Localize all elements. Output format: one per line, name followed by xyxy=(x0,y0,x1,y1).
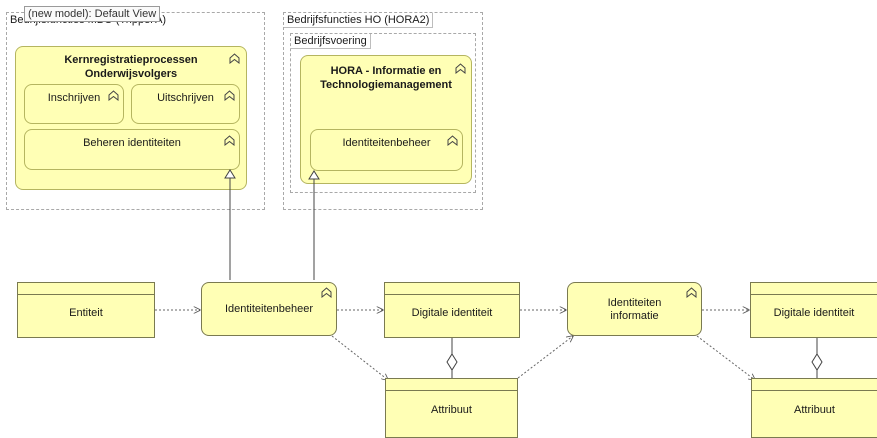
function-hora-itm-label: HORA - Informatie en Technologiemanageme… xyxy=(320,65,452,91)
aggregation-line[interactable] xyxy=(811,338,823,378)
function-identiteiten-informatie-label: Identiteiten informatie xyxy=(607,297,662,322)
object-attribuut-2-label: Attribuut xyxy=(794,404,835,416)
function-uitschrijven[interactable]: Uitschrijven xyxy=(131,84,240,124)
realization-line[interactable] xyxy=(308,170,320,280)
object-digitale-identiteit-2-label: Digitale identiteit xyxy=(773,307,855,319)
function-beheren-identiteiten[interactable]: Beheren identiteiten xyxy=(24,129,240,170)
function-inschrijven[interactable]: Inschrijven xyxy=(24,84,124,124)
object-entiteit-label: Entiteit xyxy=(69,307,103,319)
object-header-band xyxy=(752,379,877,391)
function-chevron-icon xyxy=(321,287,332,298)
function-chevron-icon xyxy=(447,135,458,146)
access-line[interactable] xyxy=(696,335,755,380)
object-digitale-identiteit-2[interactable]: Digitale identiteit xyxy=(750,282,877,338)
function-identiteitenbeheer-label: Identiteitenbeheer xyxy=(224,303,314,315)
realization-line[interactable] xyxy=(224,169,236,280)
function-kernregistratie-label: Kernregistratieprocessen Onderwijsvolger… xyxy=(64,54,198,80)
object-header-band xyxy=(386,379,517,391)
group-bedrijfsvoering-label: Bedrijfsvoering xyxy=(291,34,371,49)
function-identiteitenbeheer[interactable]: Identiteitenbeheer xyxy=(201,282,337,336)
object-digitale-identiteit[interactable]: Digitale identiteit xyxy=(384,282,520,338)
object-header-band xyxy=(751,283,877,295)
function-identiteitenbeheer-ho[interactable]: Identiteitenbeheer xyxy=(310,129,463,171)
object-header-band xyxy=(18,283,154,295)
object-attribuut-label: Attribuut xyxy=(431,404,472,416)
function-chevron-icon xyxy=(455,63,466,74)
function-identiteiten-informatie[interactable]: Identiteiten informatie xyxy=(567,282,702,336)
function-beheren-identiteiten-label: Beheren identiteiten xyxy=(83,137,181,149)
group-bedrijfsvoering[interactable]: Bedrijfsvoering xyxy=(290,33,476,193)
group-bedrijfsfuncties-ho[interactable]: Bedrijfsfuncties HO (HORA2) xyxy=(283,12,483,210)
function-identiteitenbeheer-ho-label: Identiteitenbeheer xyxy=(342,137,431,149)
access-line[interactable] xyxy=(331,335,388,380)
function-chevron-icon xyxy=(108,90,119,101)
access-line[interactable] xyxy=(517,336,573,379)
function-chevron-icon xyxy=(229,53,240,64)
object-digitale-identiteit-label: Digitale identiteit xyxy=(411,307,493,319)
function-chevron-icon xyxy=(224,90,235,101)
object-header-band xyxy=(385,283,519,295)
function-inschrijven-label: Inschrijven xyxy=(47,92,101,104)
function-chevron-icon xyxy=(224,135,235,146)
object-attribuut[interactable]: Attribuut xyxy=(385,378,518,438)
view-tooltip: (new model): Default View xyxy=(24,6,161,22)
aggregation-line[interactable] xyxy=(446,338,458,378)
object-attribuut-2[interactable]: Attribuut xyxy=(751,378,877,438)
object-entiteit[interactable]: Entiteit xyxy=(17,282,155,338)
function-chevron-icon xyxy=(686,287,697,298)
group-ho-label: Bedrijfsfuncties HO (HORA2) xyxy=(284,13,434,28)
function-uitschrijven-label: Uitschrijven xyxy=(157,92,214,104)
